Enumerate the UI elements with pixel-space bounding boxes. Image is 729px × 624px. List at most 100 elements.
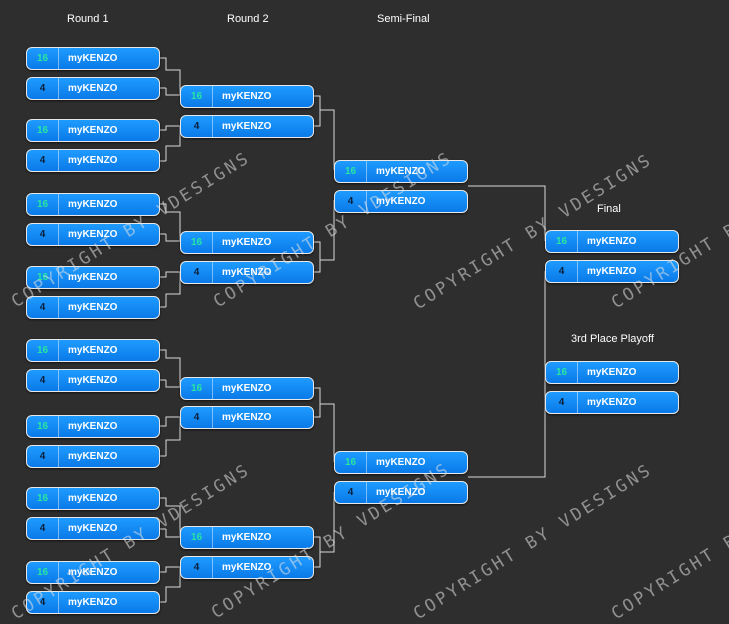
seed: 4 <box>27 150 59 171</box>
team-name: myKENZO <box>222 562 272 573</box>
seed: 4 <box>546 261 578 282</box>
team-name: myKENZO <box>68 597 118 608</box>
team-name: myKENZO <box>68 302 118 313</box>
r2-slot-1[interactable]: 16 myKENZO <box>180 85 314 108</box>
team-name: myKENZO <box>68 199 118 210</box>
team-name: myKENZO <box>587 397 637 408</box>
team-name: myKENZO <box>68 451 118 462</box>
team-name: myKENZO <box>68 493 118 504</box>
r2-slot-2[interactable]: 4 myKENZO <box>180 115 314 138</box>
team-name: myKENZO <box>68 523 118 534</box>
seed: 4 <box>335 482 367 503</box>
r1-slot-1[interactable]: 16 myKENZO <box>26 47 160 70</box>
r1-slot-2[interactable]: 4 myKENZO <box>26 77 160 100</box>
team-name: myKENZO <box>68 155 118 166</box>
seed: 16 <box>181 378 213 399</box>
seed: 16 <box>546 231 578 252</box>
third-place-title: 3rd Place Playoff <box>571 333 654 345</box>
team-name: myKENZO <box>222 237 272 248</box>
seed: 4 <box>27 297 59 318</box>
seed: 4 <box>27 592 59 613</box>
seed: 4 <box>27 224 59 245</box>
semi-slot-3[interactable]: 16 myKENZO <box>334 451 468 474</box>
team-name: myKENZO <box>587 236 637 247</box>
team-name: myKENZO <box>68 421 118 432</box>
final-title: Final <box>597 203 621 215</box>
semi-slot-2[interactable]: 4 myKENZO <box>334 190 468 213</box>
r1-slot-16[interactable]: 4 myKENZO <box>26 591 160 614</box>
r1-slot-3[interactable]: 16 myKENZO <box>26 119 160 142</box>
seed: 4 <box>181 557 213 578</box>
seed: 16 <box>335 161 367 182</box>
team-name: myKENZO <box>376 196 426 207</box>
seed: 4 <box>27 370 59 391</box>
r1-slot-4[interactable]: 4 myKENZO <box>26 149 160 172</box>
third-place-slot-2[interactable]: 4 myKENZO <box>545 391 679 414</box>
seed: 16 <box>546 362 578 383</box>
round-2-title: Round 2 <box>227 13 269 25</box>
seed: 4 <box>27 78 59 99</box>
team-name: myKENZO <box>68 53 118 64</box>
team-name: myKENZO <box>68 345 118 356</box>
round-1-title: Round 1 <box>67 13 109 25</box>
r1-slot-11[interactable]: 16 myKENZO <box>26 415 160 438</box>
r1-slot-15[interactable]: 16 myKENZO <box>26 561 160 584</box>
seed: 4 <box>181 407 213 428</box>
team-name: myKENZO <box>587 266 637 277</box>
team-name: myKENZO <box>222 91 272 102</box>
seed: 16 <box>181 232 213 253</box>
team-name: myKENZO <box>222 121 272 132</box>
final-slot-1[interactable]: 16 myKENZO <box>545 230 679 253</box>
r2-slot-4[interactable]: 4 myKENZO <box>180 261 314 284</box>
final-slot-2[interactable]: 4 myKENZO <box>545 260 679 283</box>
seed: 16 <box>27 194 59 215</box>
seed: 16 <box>335 452 367 473</box>
seed: 16 <box>27 120 59 141</box>
r2-slot-7[interactable]: 16 myKENZO <box>180 526 314 549</box>
r1-slot-6[interactable]: 4 myKENZO <box>26 223 160 246</box>
semi-slot-4[interactable]: 4 myKENZO <box>334 481 468 504</box>
team-name: myKENZO <box>376 166 426 177</box>
seed: 4 <box>546 392 578 413</box>
seed: 16 <box>27 488 59 509</box>
team-name: myKENZO <box>376 457 426 468</box>
seed: 16 <box>181 86 213 107</box>
semi-slot-1[interactable]: 16 myKENZO <box>334 160 468 183</box>
team-name: myKENZO <box>68 125 118 136</box>
r1-slot-12[interactable]: 4 myKENZO <box>26 445 160 468</box>
team-name: myKENZO <box>587 367 637 378</box>
team-name: myKENZO <box>222 532 272 543</box>
seed: 16 <box>27 48 59 69</box>
seed: 4 <box>181 262 213 283</box>
r2-slot-5[interactable]: 16 myKENZO <box>180 377 314 400</box>
team-name: myKENZO <box>222 412 272 423</box>
team-name: myKENZO <box>68 375 118 386</box>
r2-slot-6[interactable]: 4 myKENZO <box>180 406 314 429</box>
team-name: myKENZO <box>222 267 272 278</box>
r1-slot-13[interactable]: 16 myKENZO <box>26 487 160 510</box>
team-name: myKENZO <box>222 383 272 394</box>
seed: 16 <box>27 416 59 437</box>
r1-slot-8[interactable]: 4 myKENZO <box>26 296 160 319</box>
seed: 4 <box>335 191 367 212</box>
third-place-slot-1[interactable]: 16 myKENZO <box>545 361 679 384</box>
team-name: myKENZO <box>68 567 118 578</box>
seed: 16 <box>27 267 59 288</box>
seed: 16 <box>27 562 59 583</box>
r1-slot-7[interactable]: 16 myKENZO <box>26 266 160 289</box>
team-name: myKENZO <box>68 272 118 283</box>
team-name: myKENZO <box>68 83 118 94</box>
r1-slot-10[interactable]: 4 myKENZO <box>26 369 160 392</box>
r2-slot-3[interactable]: 16 myKENZO <box>180 231 314 254</box>
r1-slot-9[interactable]: 16 myKENZO <box>26 339 160 362</box>
team-name: myKENZO <box>376 487 426 498</box>
seed: 16 <box>27 340 59 361</box>
r1-slot-5[interactable]: 16 myKENZO <box>26 193 160 216</box>
team-name: myKENZO <box>68 229 118 240</box>
seed: 4 <box>27 446 59 467</box>
semi-final-title: Semi-Final <box>377 13 430 25</box>
seed: 16 <box>181 527 213 548</box>
r2-slot-8[interactable]: 4 myKENZO <box>180 556 314 579</box>
seed: 4 <box>181 116 213 137</box>
